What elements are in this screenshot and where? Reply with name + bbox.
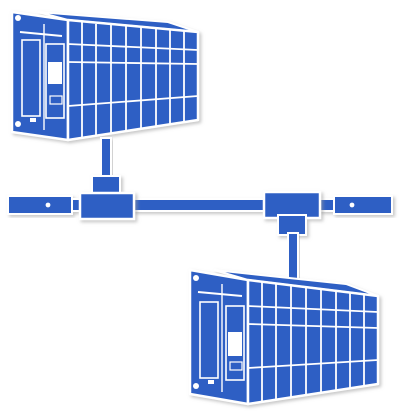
left-terminator-icon [7,195,73,215]
fieldbus-cable-icon [7,195,393,215]
right-t-connector-icon [262,190,322,236]
bottom-plc-rack-icon [188,268,380,406]
bottom-drop-cable [287,232,299,284]
left-t-connector-icon [78,175,136,221]
top-drop-cable [100,137,112,179]
right-terminator-icon [333,195,393,215]
top-plc-rack-icon [10,10,200,142]
